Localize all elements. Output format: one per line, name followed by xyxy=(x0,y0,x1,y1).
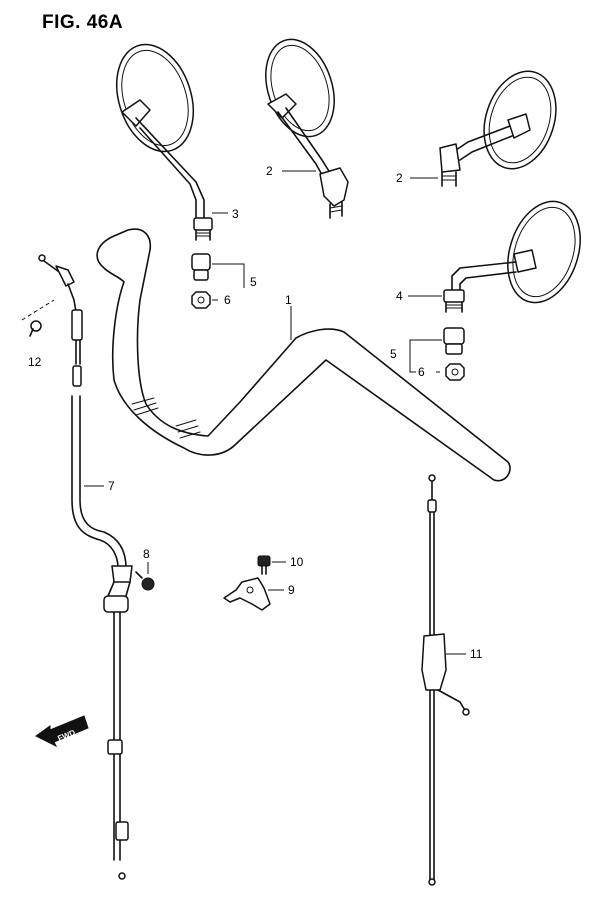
callout-bolt-10: 10 xyxy=(290,555,304,569)
adapter-left[interactable] xyxy=(191,253,211,281)
callout-throttle-cable: 7 xyxy=(108,479,115,493)
bolt-10[interactable] xyxy=(257,555,271,575)
callout-mirror-stem-right: 2 xyxy=(396,171,403,185)
mirror-stem-right[interactable] xyxy=(439,62,568,187)
callout-nut-left: 6 xyxy=(224,293,231,307)
callout-adapter-right: 5 xyxy=(390,347,397,361)
mirror-right[interactable] xyxy=(443,192,592,313)
callout-bolt-8: 8 xyxy=(143,547,150,561)
nut-right[interactable] xyxy=(445,363,465,381)
clutch-cable[interactable] xyxy=(421,474,470,886)
callout-mirror-left: 3 xyxy=(232,207,239,221)
callout-mirror-stem-left: 2 xyxy=(266,164,273,178)
mirror-left[interactable] xyxy=(104,35,213,241)
callout-handlebar: 1 xyxy=(285,293,292,307)
nut-left[interactable] xyxy=(191,291,211,309)
clamp[interactable] xyxy=(223,577,271,611)
fwd-arrow-icon: FWD xyxy=(35,715,89,748)
throttle-cable[interactable] xyxy=(38,254,133,880)
bolt-8[interactable] xyxy=(135,571,155,591)
adapter-right[interactable] xyxy=(443,327,465,355)
handlebar[interactable] xyxy=(96,228,511,482)
figure-title: FIG. 46A xyxy=(42,12,124,33)
callout-screw-12: 12 xyxy=(28,355,42,369)
screw-12[interactable] xyxy=(29,320,42,337)
callout-clutch-cable: 11 xyxy=(470,647,483,661)
mirror-stem-left[interactable] xyxy=(254,31,349,219)
callout-adapter-left: 5 xyxy=(250,275,257,289)
callout-nut-right: 6 xyxy=(418,365,425,379)
callout-mirror-right: 4 xyxy=(396,289,403,303)
callout-clamp: 9 xyxy=(288,583,295,597)
